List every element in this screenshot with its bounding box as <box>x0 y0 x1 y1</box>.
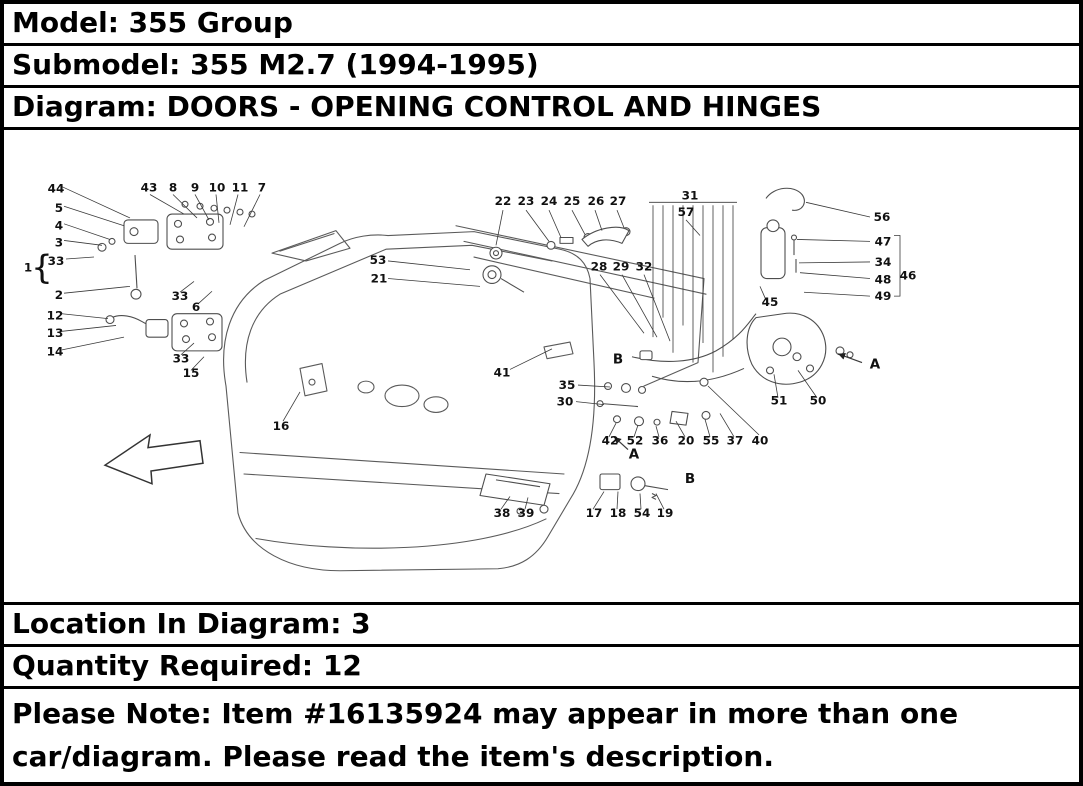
callout-9: 9 <box>191 181 199 195</box>
callout-48: 48 <box>875 273 892 287</box>
callout-44: 44 <box>48 182 65 196</box>
callout-35: 35 <box>559 378 576 392</box>
callout-19: 19 <box>657 506 674 520</box>
diagram-title-row: Diagram: DOORS - OPENING CONTROL AND HIN… <box>4 88 1079 130</box>
callout-56: 56 <box>874 210 891 224</box>
callout-33: 33 <box>48 254 65 268</box>
callout-45: 45 <box>762 295 779 309</box>
callout-28: 28 <box>591 260 608 274</box>
callout-41: 41 <box>494 365 511 379</box>
callout-17: 17 <box>586 506 603 520</box>
callout-5: 5 <box>55 201 63 215</box>
callout-7: 7 <box>258 181 266 195</box>
quantity-row: Quantity Required: 12 <box>4 647 1079 689</box>
callout-11: 11 <box>232 181 249 195</box>
callout-33: 33 <box>172 289 189 303</box>
callout-37: 37 <box>727 434 744 448</box>
callout-18: 18 <box>610 506 627 520</box>
callout-22: 22 <box>495 194 512 208</box>
callout-4: 4 <box>55 219 63 233</box>
location-row: Location In Diagram: 3 <box>4 605 1079 647</box>
callout-31: 31 <box>682 189 699 203</box>
callout-38: 38 <box>494 506 511 520</box>
callout-32: 32 <box>636 260 653 274</box>
callout-55: 55 <box>703 434 720 448</box>
callout-21: 21 <box>371 272 388 286</box>
callout-14: 14 <box>47 345 64 359</box>
callout-2: 2 <box>55 288 63 302</box>
callout-33: 33 <box>173 352 190 366</box>
callout-8: 8 <box>169 181 177 195</box>
callout-40: 40 <box>752 434 769 448</box>
callout-57: 57 <box>678 205 695 219</box>
callout-47: 47 <box>875 234 892 248</box>
callout-12: 12 <box>47 309 64 323</box>
callout-B: B <box>613 353 623 368</box>
leader-lines <box>61 186 901 510</box>
callout-10: 10 <box>209 181 226 195</box>
callout-3: 3 <box>55 235 63 249</box>
callout-26: 26 <box>588 194 605 208</box>
hinge-and-latch-parts <box>97 187 854 515</box>
callout-13: 13 <box>47 326 64 340</box>
callout-1: 1 <box>24 261 32 275</box>
callout-51: 51 <box>771 394 788 408</box>
callout-43: 43 <box>141 181 158 195</box>
callout-49: 49 <box>875 289 892 303</box>
note-row: Please Note: Item #16135924 may appear i… <box>12 697 959 773</box>
callout-50: 50 <box>810 394 827 408</box>
callout-16: 16 <box>273 419 290 433</box>
door-panel-drawing <box>223 225 707 572</box>
callout-46: 46 <box>900 269 917 283</box>
callout-A: A <box>629 447 640 462</box>
submodel-row: Submodel: 355 M2.7 (1994-1995) <box>4 46 1079 88</box>
callout-30: 30 <box>557 395 574 409</box>
callout-53: 53 <box>370 253 387 267</box>
callout-39: 39 <box>518 506 535 520</box>
callout-6: 6 <box>192 300 200 314</box>
model-row: Model: 355 Group <box>4 4 1079 46</box>
callout-20: 20 <box>678 434 695 448</box>
callout-24: 24 <box>541 194 558 208</box>
callout-54: 54 <box>634 506 651 520</box>
parts-diagram-svg: 4454333{12121314438910117336331516222324… <box>24 181 917 572</box>
callout-15: 15 <box>183 366 200 380</box>
callout-23: 23 <box>518 194 535 208</box>
callout-25: 25 <box>564 194 581 208</box>
callout-29: 29 <box>613 260 630 274</box>
callout-B: B <box>685 472 695 487</box>
callout-27: 27 <box>610 194 627 208</box>
callout-A: A <box>870 358 881 373</box>
callout-52: 52 <box>627 434 644 448</box>
direction-arrow <box>103 433 204 485</box>
callout-36: 36 <box>652 434 669 448</box>
callout-{: { <box>31 248 53 287</box>
callout-34: 34 <box>875 255 892 269</box>
callout-42: 42 <box>602 434 619 448</box>
